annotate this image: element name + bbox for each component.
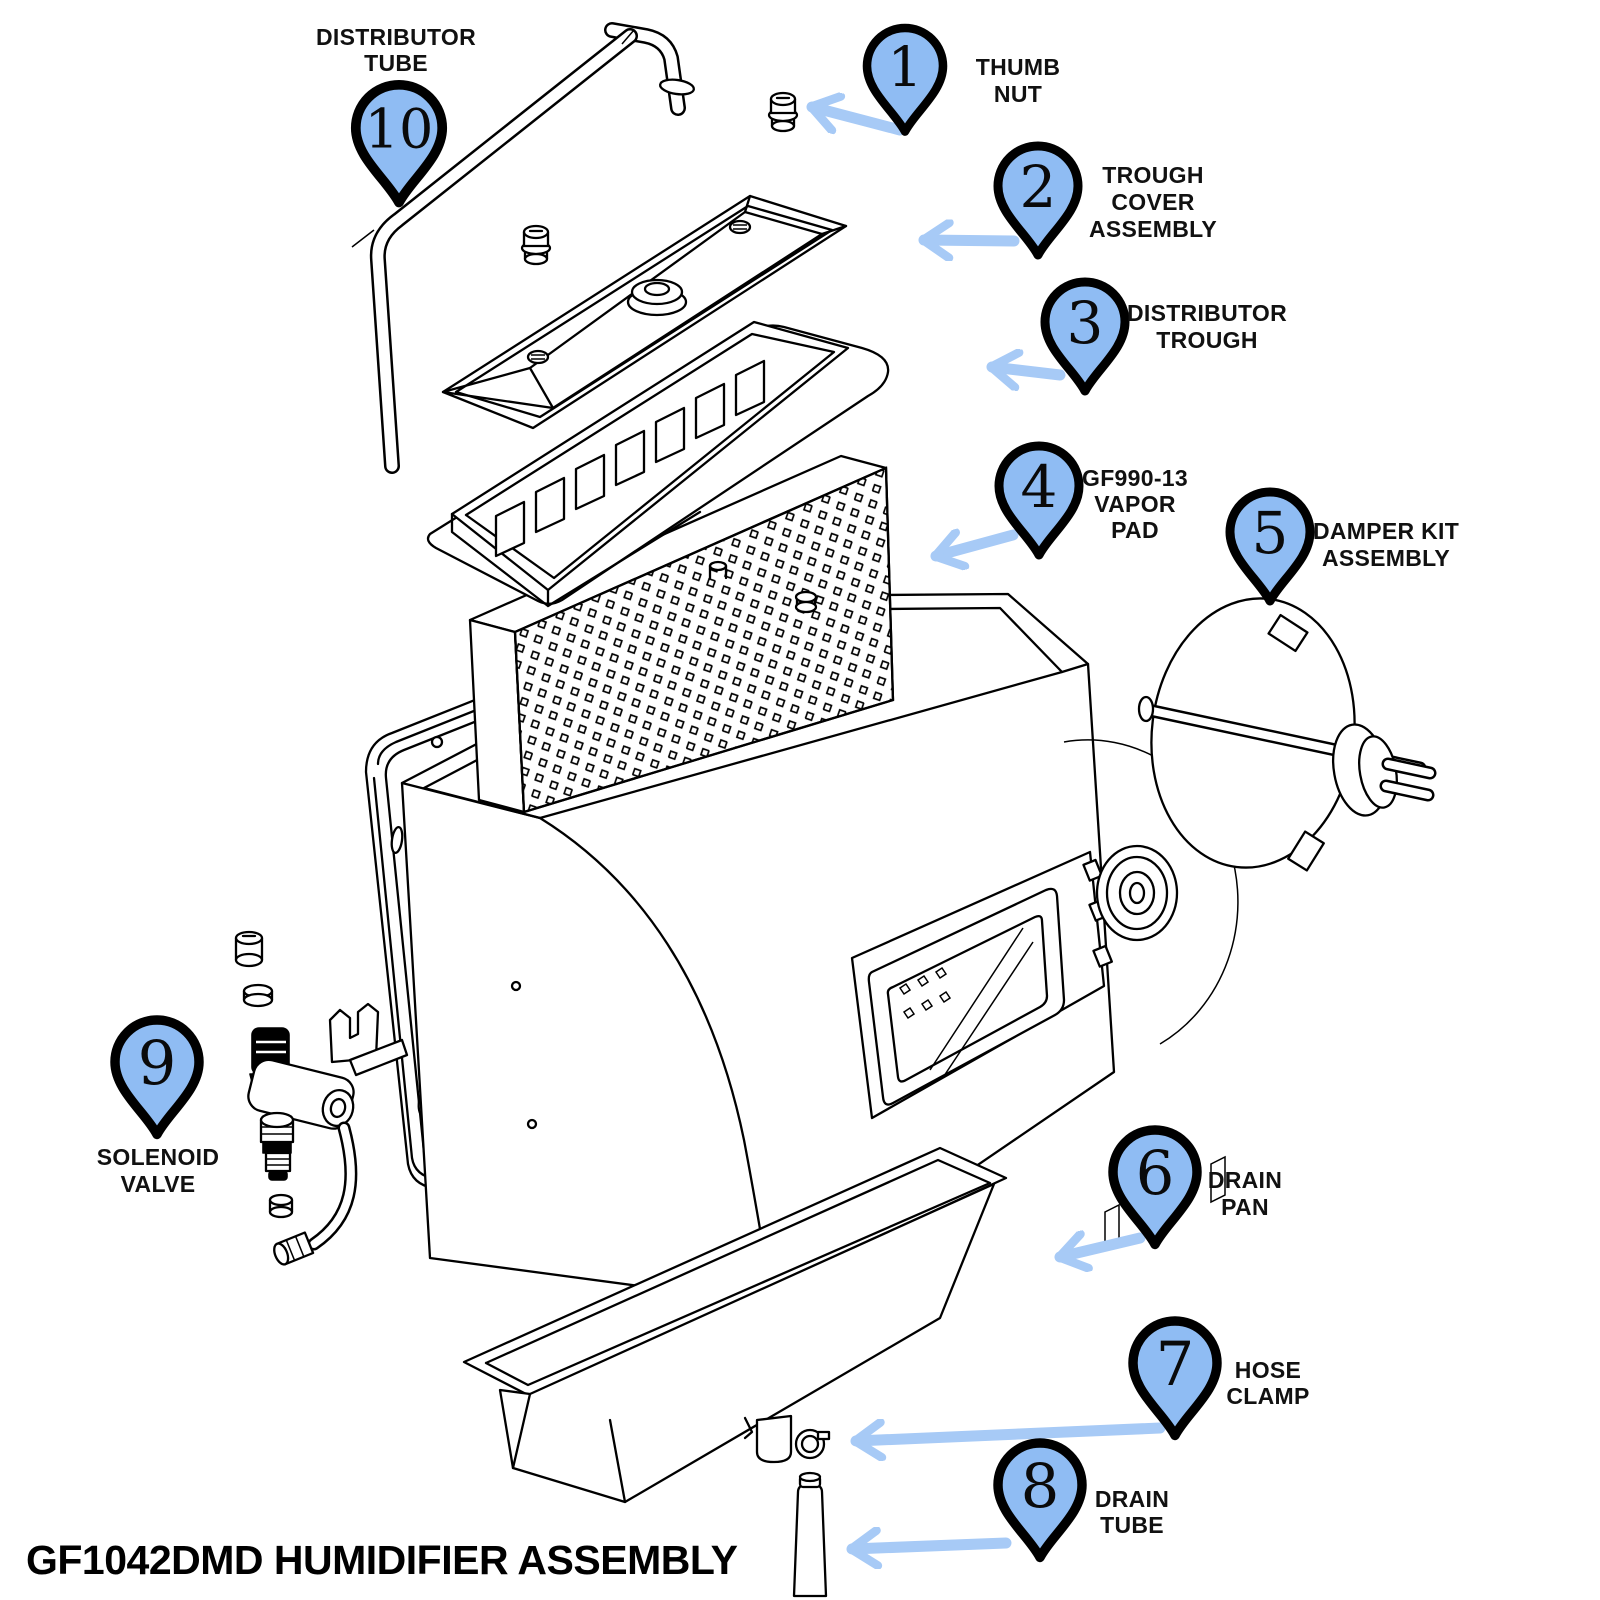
callout-pin-10-number: 10: [365, 97, 434, 160]
trough-cover-drawing: [441, 194, 848, 430]
outlet-boss-drawing: [1095, 844, 1179, 942]
callout-arrow-3: [986, 367, 1066, 375]
callout-pin-3-number: 3: [1067, 289, 1104, 357]
callout-label-1-line2: NUT: [994, 81, 1042, 107]
callout-label-5-line1: DAMPER KIT: [1313, 518, 1459, 544]
callout-arrow-8: [846, 1543, 1012, 1549]
callout-label-2-line2: COVER: [1111, 189, 1194, 215]
callout-label-1-line1: THUMB: [976, 54, 1061, 80]
callout-pin-3: 3: [1045, 282, 1125, 391]
callout-pin-8-number: 8: [1021, 1451, 1060, 1522]
callout-arrow-1: [806, 107, 906, 136]
callout-label-6-line2: PAN: [1221, 1194, 1269, 1220]
callout-pin-9-number: 9: [138, 1028, 177, 1099]
callout-pin-8: 8: [998, 1443, 1082, 1557]
callout-label-4-line2: VAPOR: [1094, 491, 1176, 517]
callout-arrow-4: [930, 535, 1019, 556]
callout-pin-2: 2: [998, 146, 1078, 255]
callout-arrows: [806, 107, 1166, 1549]
callout-label-4-line1: GF990-13: [1082, 465, 1188, 491]
callout-label-5-line2: ASSEMBLY: [1322, 545, 1450, 571]
callout-pin-1-number: 1: [887, 35, 922, 99]
distributor-trough-drawing: [426, 320, 890, 608]
callout-pin-2-number: 2: [1020, 153, 1057, 221]
callout-pin-5: 5: [1230, 492, 1310, 601]
callout-label-8-line1: DRAIN: [1095, 1486, 1169, 1512]
callout-label-6-line1: DRAIN: [1208, 1167, 1282, 1193]
callout-label-2-line3: ASSEMBLY: [1089, 216, 1217, 242]
callout-pin-6-number: 6: [1136, 1138, 1175, 1209]
callout-label-7-line1: HOSE: [1235, 1357, 1301, 1383]
drain-pan-drawing: [462, 1146, 1226, 1504]
drain-tube-drawing: [792, 1471, 828, 1598]
solenoid-valve-drawing: [234, 930, 409, 1266]
callout-label-8-line2: TUBE: [1100, 1512, 1164, 1538]
callout-label-2-line1: TROUGH: [1102, 162, 1203, 188]
callout-label-9-line1: SOLENOID: [97, 1144, 220, 1170]
callout-pins: 1 2 3 4 5 6 7 8 9 10: [115, 28, 1310, 1557]
callout-pin-10: 10: [356, 85, 442, 203]
callout-arrow-2: [918, 240, 1020, 241]
callout-pin-6: 6: [1113, 1130, 1197, 1244]
callout-label-10-line1: DISTRIBUTOR: [316, 24, 476, 50]
callout-label-7-line2: CLAMP: [1226, 1383, 1309, 1409]
distributor-tube-drawing: [351, 22, 696, 474]
trough-baffles: [494, 359, 766, 558]
callout-pin-9: 9: [115, 1020, 199, 1134]
callout-pin-5-number: 5: [1252, 499, 1289, 567]
diagram-title: GF1042DMD HUMIDIFIER ASSEMBLY: [26, 1537, 738, 1583]
callout-pin-4-number: 4: [1021, 453, 1058, 521]
callout-arrow-6: [1054, 1238, 1146, 1257]
damper-kit-drawing: [1137, 597, 1437, 872]
callout-label-9-line2: VALVE: [121, 1171, 196, 1197]
vapor-pad-drawing: [468, 454, 895, 814]
callout-arrow-7: [850, 1428, 1166, 1441]
callout-label-3-line1: DISTRIBUTOR: [1127, 300, 1287, 326]
callout-label-4-line3: PAD: [1111, 517, 1159, 543]
callout-pin-4: 4: [999, 446, 1079, 555]
callout-label-10-line2: TUBE: [364, 50, 428, 76]
callout-pin-1: 1: [867, 28, 943, 132]
callout-pin-7: 7: [1133, 1321, 1217, 1435]
callout-label-3-line2: TROUGH: [1156, 327, 1257, 353]
callout-pin-7-number: 7: [1156, 1329, 1195, 1400]
